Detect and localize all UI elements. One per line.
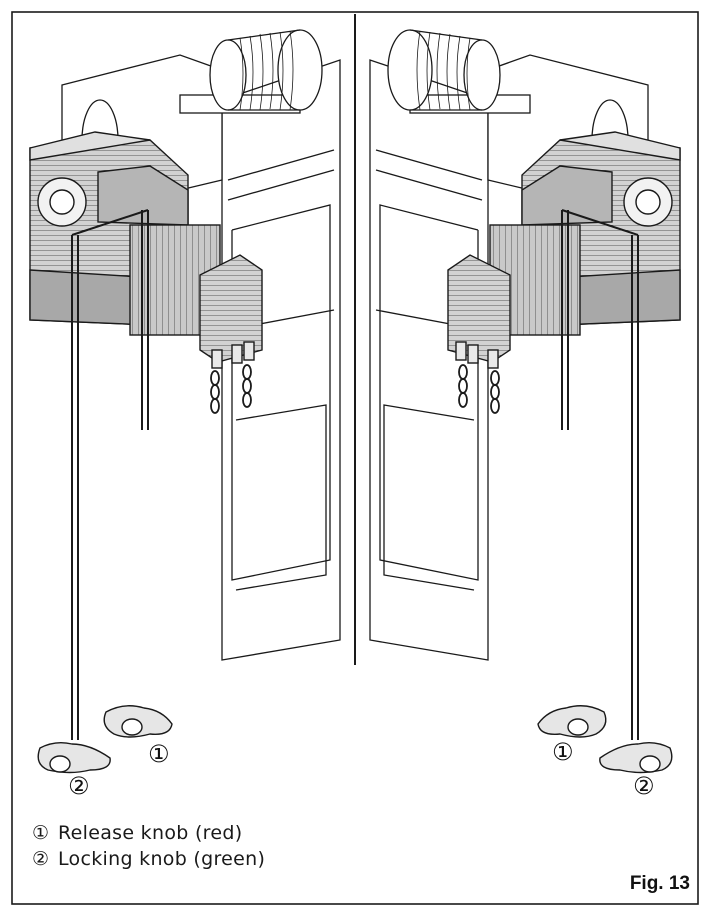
legend-text: Release knob (red): [58, 822, 243, 844]
left-locking-knob: [37, 741, 111, 774]
right-locking-knob: [599, 741, 673, 774]
right-release-cords: [561, 209, 639, 740]
left-gearbox: [29, 131, 263, 414]
left-release-knob: [103, 705, 173, 738]
legend-marker: ②: [32, 848, 50, 870]
legend-marker: ①: [32, 822, 50, 844]
figure-frame: [11, 11, 699, 905]
callout-right-locking: ②: [633, 772, 655, 800]
callout-right-release: ①: [552, 738, 574, 766]
left-shaft-drum: [179, 29, 323, 114]
legend-text: Locking knob (green): [58, 848, 266, 870]
legend-item-release: ① Release knob (red): [32, 822, 242, 844]
left-release-cords: [71, 209, 149, 740]
legend-item-locking: ② Locking knob (green): [32, 848, 265, 870]
right-release-knob: [537, 705, 607, 738]
right-gearbox: [447, 131, 681, 414]
right-shaft-drum: [387, 29, 531, 114]
callout-left-locking: ②: [68, 772, 90, 800]
figure-label: Fig. 13: [629, 873, 690, 894]
callout-left-release: ①: [148, 740, 170, 768]
